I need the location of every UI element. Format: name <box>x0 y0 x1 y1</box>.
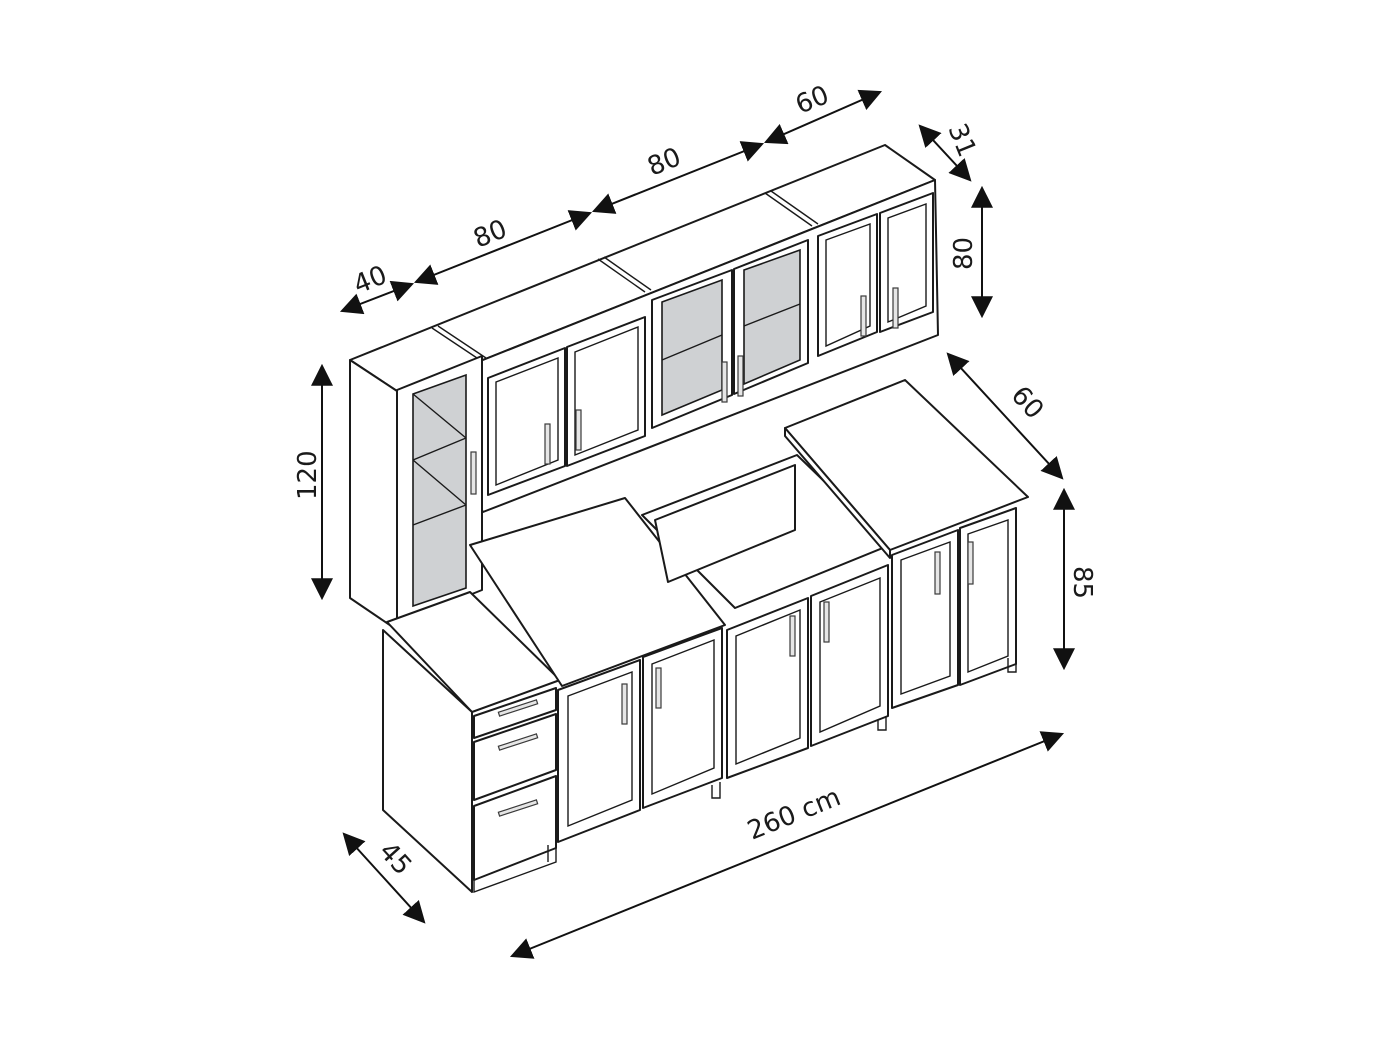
drawer-handle-icon <box>497 699 539 717</box>
label-base-depth-60: 60 <box>1005 381 1049 426</box>
label-base-height-85: 85 <box>1067 566 1097 599</box>
handle-icon <box>737 355 744 397</box>
handle-icon <box>934 551 941 595</box>
handle-icon <box>892 287 899 329</box>
handle-icon <box>823 601 830 643</box>
handle-icon <box>575 409 582 451</box>
label-upper-80-a: 80 <box>469 214 511 254</box>
handle-icon <box>967 541 974 585</box>
upper-cabinet-80-glass <box>651 239 809 429</box>
left-unit-side <box>382 629 473 893</box>
label-base-depth-45: 45 <box>373 837 417 882</box>
label-upper-height-80: 80 <box>949 237 979 270</box>
upper-cabinets <box>349 144 939 513</box>
upper-cabinet-80-left <box>487 316 646 496</box>
tall-unit-side <box>349 359 401 633</box>
handle-icon <box>789 615 796 657</box>
handle-icon <box>721 361 728 403</box>
handle-icon <box>470 451 477 495</box>
label-total-width-260: 260 cm <box>743 782 845 846</box>
label-tall-height-120: 120 <box>293 450 323 500</box>
upper-cabinet-60 <box>817 192 934 357</box>
handle-icon <box>621 683 628 725</box>
dimension-lines <box>311 89 1075 959</box>
handle-icon <box>544 423 551 465</box>
drawer-stack <box>473 687 557 881</box>
handle-icon <box>860 295 867 337</box>
tall-glass-unit <box>349 355 483 633</box>
base-cabinet-60-right <box>784 379 1029 709</box>
handle-icon <box>655 667 662 709</box>
